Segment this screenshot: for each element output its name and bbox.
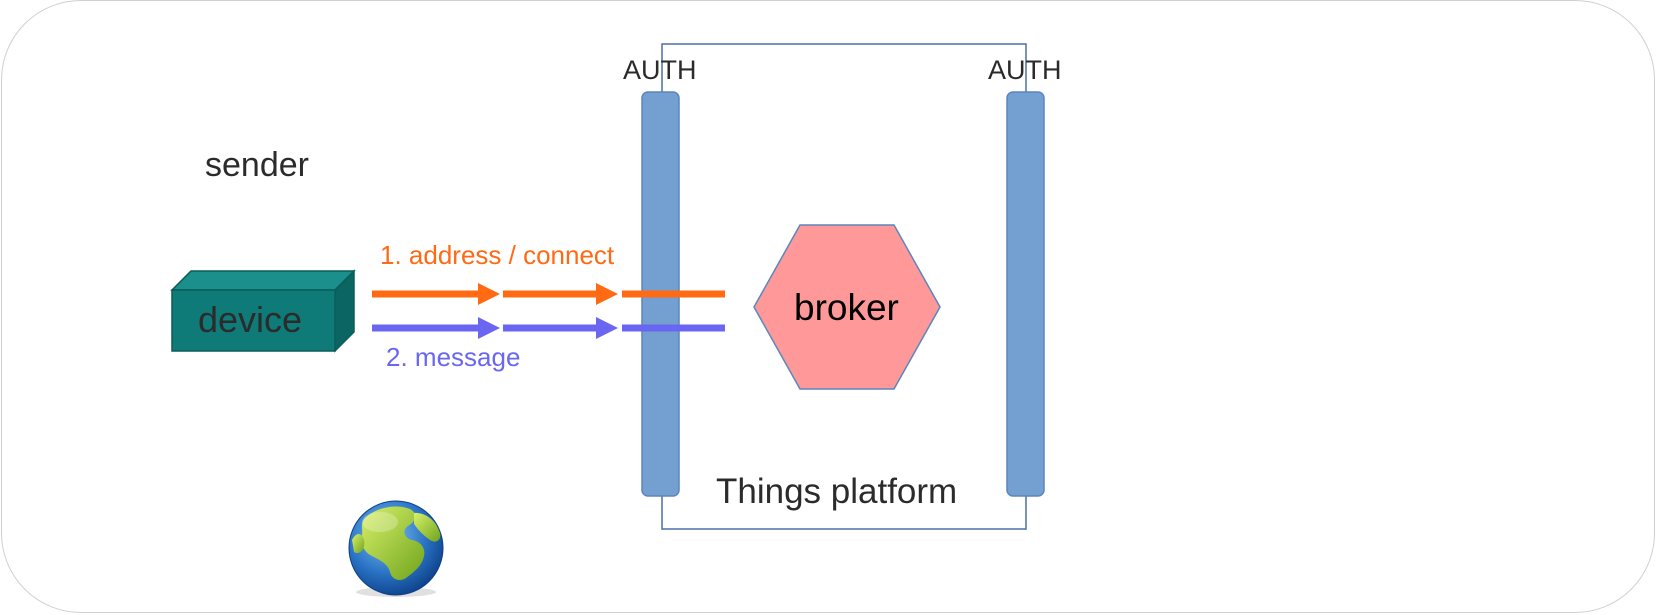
broker-label: broker xyxy=(794,287,899,328)
message-flow-arrow xyxy=(372,317,725,339)
auth-label-right: AUTH xyxy=(988,55,1062,85)
broker-hexagon xyxy=(753,224,941,390)
message-step-label: 2. message xyxy=(386,342,521,372)
globe-icon xyxy=(348,500,444,597)
auth-label-left: AUTH xyxy=(623,55,697,85)
device-label: device xyxy=(198,299,303,340)
connect-step-label: 1. address / connect xyxy=(380,240,615,270)
auth-bar-right xyxy=(1006,91,1045,497)
platform-label: Things platform xyxy=(716,472,958,511)
connect-flow-arrow xyxy=(372,283,725,305)
sender-label: sender xyxy=(205,146,309,184)
device-box xyxy=(170,269,356,353)
